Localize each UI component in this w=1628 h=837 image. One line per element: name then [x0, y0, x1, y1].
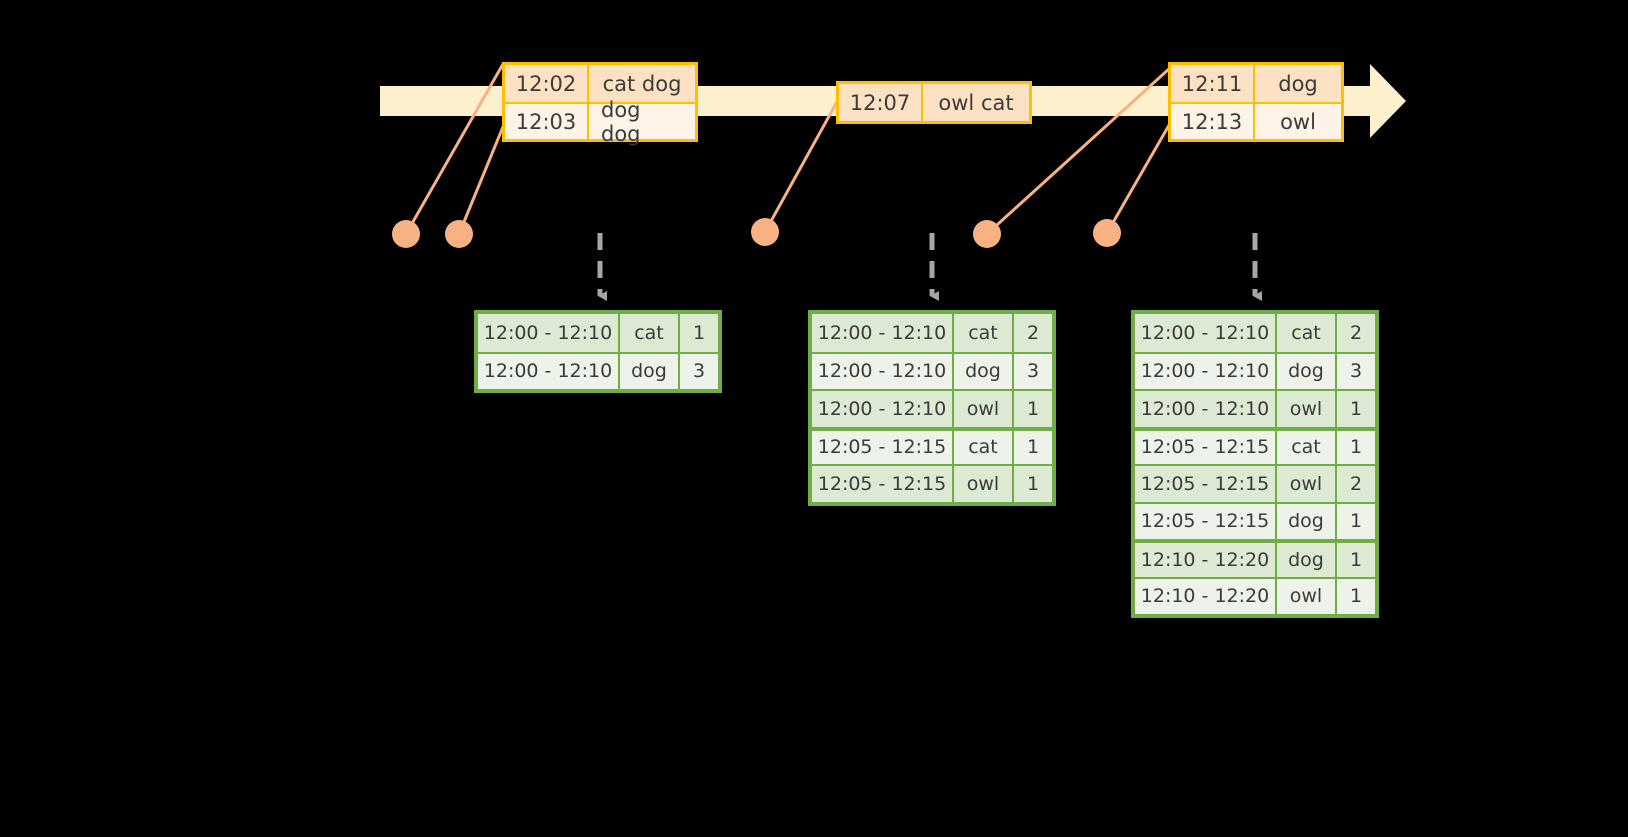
- event-payload: dog dog: [601, 97, 641, 146]
- result-key: dog: [1277, 503, 1337, 539]
- event-time: 12:03: [505, 104, 589, 139]
- result-key: cat: [954, 314, 1014, 352]
- event-row[interactable]: 12:03 dog dog: [505, 97, 695, 146]
- result-window: 12:10 - 12:20: [1135, 543, 1277, 577]
- result-count: 1: [1349, 548, 1363, 571]
- event-row[interactable]: 12:02 cat dog: [505, 65, 695, 102]
- result-key: cat: [620, 314, 680, 352]
- result-window: 12:05 - 12:15: [1135, 430, 1277, 464]
- result-window: 12:05 - 12:15: [1135, 466, 1277, 502]
- result-window: 12:00 - 12:10: [812, 391, 954, 427]
- timeline-arrowhead-icon: [1370, 64, 1406, 138]
- event-marker-dot-5: [1093, 219, 1121, 247]
- result-count: 1: [1349, 510, 1363, 533]
- result-window: 12:00 - 12:10: [478, 353, 620, 389]
- result-key: dog: [620, 353, 680, 389]
- result-key: dog: [1277, 353, 1337, 389]
- result-window: 12:00 - 12:10: [478, 314, 620, 352]
- event-time: 12:13: [1171, 104, 1255, 139]
- result-key: owl: [1277, 391, 1337, 427]
- result-key: owl: [1277, 578, 1337, 614]
- event-box-1[interactable]: 12:02 cat dog 12:03 dog dog: [502, 62, 698, 146]
- result-count: 1: [692, 321, 706, 344]
- result-key: owl: [954, 391, 1014, 427]
- event-payload: dog: [1278, 71, 1318, 96]
- event-time: 12:07: [839, 84, 923, 121]
- result-count: 1: [1349, 436, 1363, 459]
- result-window: 12:00 - 12:10: [1135, 314, 1277, 352]
- result-count: 3: [692, 360, 706, 383]
- result-count: 1: [1026, 472, 1040, 495]
- event-marker-dot-2: [445, 220, 473, 248]
- event-payload: cat dog: [602, 71, 682, 96]
- result-window: 12:05 - 12:15: [1135, 503, 1277, 539]
- result-window: 12:00 - 12:10: [812, 353, 954, 389]
- event-marker-dot-3: [751, 218, 779, 246]
- event-time: 12:11: [1171, 65, 1255, 102]
- event-time: 12:02: [505, 65, 589, 102]
- event-payload: owl cat: [938, 90, 1014, 115]
- result-window: 12:00 - 12:10: [1135, 391, 1277, 427]
- result-key: owl: [954, 466, 1014, 502]
- result-count: 1: [1349, 585, 1363, 608]
- result-key: cat: [954, 430, 1014, 464]
- result-key: owl: [1277, 466, 1337, 502]
- result-window: 12:05 - 12:15: [812, 466, 954, 502]
- event-box-2[interactable]: 12:07 owl cat: [836, 81, 1032, 124]
- result-count: 3: [1349, 360, 1363, 383]
- event-box-3[interactable]: 12:11 dog 12:13 owl: [1168, 62, 1344, 142]
- event-row[interactable]: 12:11 dog: [1171, 65, 1341, 102]
- result-key: cat: [1277, 430, 1337, 464]
- event-payload: owl: [1280, 109, 1316, 134]
- result-window: 12:05 - 12:15: [812, 430, 954, 464]
- result-key: cat: [1277, 314, 1337, 352]
- event-row[interactable]: 12:07 owl cat: [839, 84, 1029, 121]
- result-window: 12:00 - 12:10: [1135, 353, 1277, 389]
- result-window: 12:00 - 12:10: [812, 314, 954, 352]
- result-count: 1: [1349, 397, 1363, 420]
- event-marker-dot-1: [392, 220, 420, 248]
- result-key: dog: [1277, 543, 1337, 577]
- result-count: 2: [1026, 321, 1040, 344]
- result-count: 1: [1026, 436, 1040, 459]
- result-key: dog: [954, 353, 1014, 389]
- result-window: 12:10 - 12:20: [1135, 578, 1277, 614]
- result-count: 2: [1349, 472, 1363, 495]
- result-count: 2: [1349, 321, 1363, 344]
- result-count: 3: [1026, 360, 1040, 383]
- result-count: 1: [1026, 397, 1040, 420]
- event-marker-dot-4: [973, 220, 1001, 248]
- event-row[interactable]: 12:13 owl: [1171, 102, 1341, 139]
